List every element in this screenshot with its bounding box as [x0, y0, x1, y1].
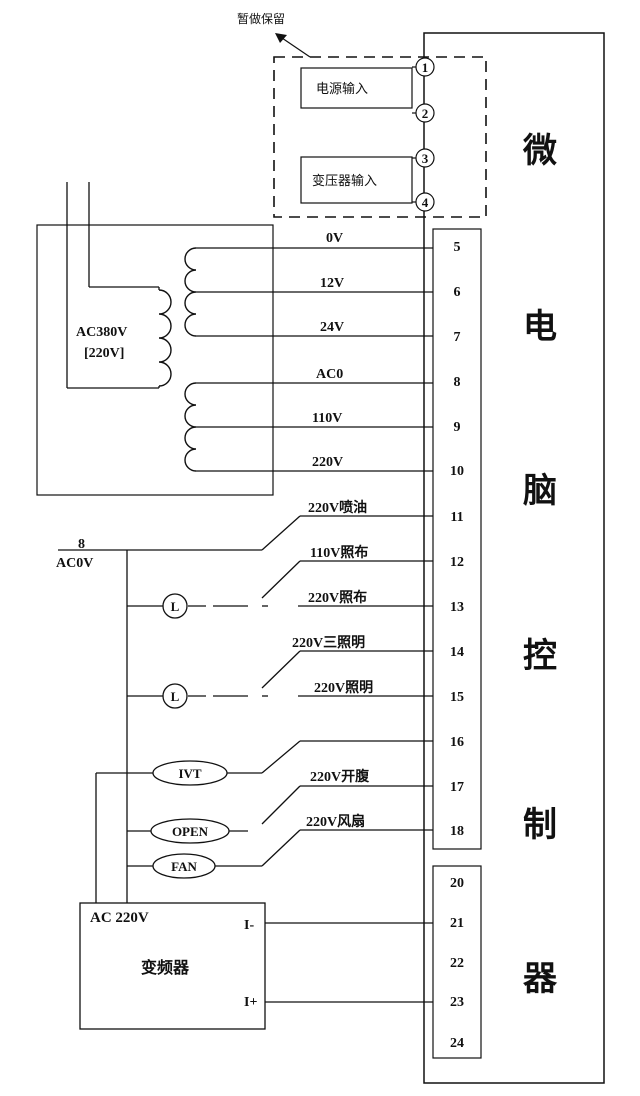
output-wires: [95, 560, 433, 903]
inverter-title: 变频器: [141, 958, 190, 977]
terminal-16: 16: [450, 735, 464, 750]
terminal-9: 9: [454, 420, 461, 435]
terminal-18: 18: [450, 824, 464, 839]
inverter-i-plus: I+: [244, 995, 257, 1010]
terminal-3-circle: [415, 148, 435, 168]
secondary-winding-low: [184, 247, 197, 337]
terminal-2: 2: [422, 106, 429, 121]
primary-label-1: AC380V: [76, 325, 127, 340]
ivt-ellipse: [152, 760, 228, 786]
terminal-13: 13: [450, 600, 464, 615]
lamp-2-circle: [162, 683, 188, 709]
ivt-label: IVT: [178, 766, 201, 781]
common-label: AC0V: [56, 556, 93, 571]
wire-label-ac0: AC0: [316, 367, 343, 382]
power-input-label: 电源输入: [316, 81, 368, 97]
wire-label-oil-spray: 220V喷油: [308, 499, 367, 516]
transformer-box: [36, 224, 274, 496]
terminal-2-circle: [415, 103, 435, 123]
terminal-23: 23: [450, 995, 464, 1010]
inverter-box: [79, 902, 266, 1030]
terminal-22: 22: [450, 956, 464, 971]
reserved-arrow-line: [281, 37, 311, 58]
power-input-box: [300, 67, 413, 109]
controller-title-char-1: 微: [522, 132, 557, 170]
fan-ellipse: [152, 853, 216, 879]
controller-title-char-3: 脑: [523, 472, 557, 510]
terminal-17: 17: [450, 780, 464, 795]
terminal-6: 6: [454, 285, 461, 300]
terminal-1-circle: [415, 57, 435, 77]
output-labels: 220V喷油 110V照布 220V照布 220V三照明 220V照明 220V…: [292, 499, 373, 830]
open-symbol: OPEN: [150, 818, 230, 844]
lamp-1-circle: [162, 593, 188, 619]
terminal-numbers: 5 6 7 8 9 10 11 12 13 14 15 16 17 18 20 …: [450, 240, 464, 1051]
terminal-21: 21: [450, 916, 464, 931]
reserved-note: 暂做保留: [237, 11, 285, 26]
lamp-1-label: L: [171, 599, 180, 614]
common-number: 8: [78, 537, 85, 552]
terminal-20: 20: [450, 876, 464, 891]
terminal-4: 4: [422, 195, 429, 210]
wire-label-fan: 220V风扇: [306, 813, 365, 830]
terminal-10: 10: [450, 464, 464, 479]
wire-label-cloth-light-220: 220V照布: [308, 589, 367, 606]
reserved-dashed-box: [273, 56, 487, 218]
primary-label-2: [220V]: [84, 346, 124, 361]
reserved-arrow-head: [275, 33, 287, 43]
inverter-i-minus: I-: [244, 918, 254, 933]
reserved-terminals: 1 2 3 4: [415, 57, 435, 212]
ivt-symbol: IVT: [152, 760, 228, 786]
fan-label: FAN: [171, 859, 197, 874]
inverter-supply-label: AC 220V: [90, 910, 149, 926]
inverter-signal-wires: [265, 922, 433, 1003]
wire-label-12v: 12V: [320, 276, 344, 291]
terminal-strip-20-24: [432, 865, 482, 1059]
wire-label-0v: 0V: [326, 231, 343, 246]
open-ellipse: [150, 818, 230, 844]
terminal-12: 12: [450, 555, 464, 570]
terminal-5: 5: [454, 240, 461, 255]
transformer-input-box: [300, 156, 413, 204]
wire-label-220v: 220V: [312, 455, 343, 470]
reserved-terminal-wires: [412, 66, 416, 203]
wire-label-24v: 24V: [320, 320, 344, 335]
fan-symbol: FAN: [152, 853, 216, 879]
controller-box: [423, 32, 605, 1084]
terminal-4-circle: [415, 192, 435, 212]
primary-winding: [158, 289, 172, 387]
wire-label-three-lighting: 220V三照明: [292, 635, 365, 651]
wire-label-lighting: 220V照明: [314, 680, 373, 696]
secondary-labels: 0V 12V 24V AC0 110V 220V: [312, 231, 344, 470]
controller-title-char-2: 电: [523, 308, 557, 346]
terminal-3: 3: [422, 151, 429, 166]
common-bus-wires: [58, 515, 433, 903]
terminal-11: 11: [450, 510, 463, 525]
controller-title-char-6: 器: [523, 961, 558, 998]
terminal-24: 24: [450, 1036, 464, 1051]
terminal-1: 1: [422, 60, 429, 75]
open-label: OPEN: [172, 824, 209, 839]
terminal-15: 15: [450, 690, 464, 705]
lamp-1: L: [162, 593, 188, 619]
wire-label-cloth-light-110: 110V照布: [310, 544, 368, 561]
terminal-strip-5-18: [432, 228, 482, 850]
terminal-14: 14: [450, 645, 464, 660]
lamp-2-label: L: [171, 689, 180, 704]
secondary-wires: [196, 247, 433, 472]
secondary-winding-high: [184, 382, 197, 472]
terminal-7: 7: [454, 330, 461, 345]
controller-title-char-4: 控: [523, 637, 557, 675]
primary-leads: [66, 182, 160, 389]
lamp-2: L: [162, 683, 188, 709]
controller-title-char-5: 制: [523, 806, 557, 844]
transformer-input-label: 变压器输入: [312, 173, 377, 189]
wire-label-open-belly: 220V开腹: [310, 768, 370, 785]
terminal-8: 8: [454, 375, 461, 390]
controller-title: 微 电 脑 控 制 器: [522, 132, 558, 998]
wire-label-110v: 110V: [312, 411, 342, 426]
